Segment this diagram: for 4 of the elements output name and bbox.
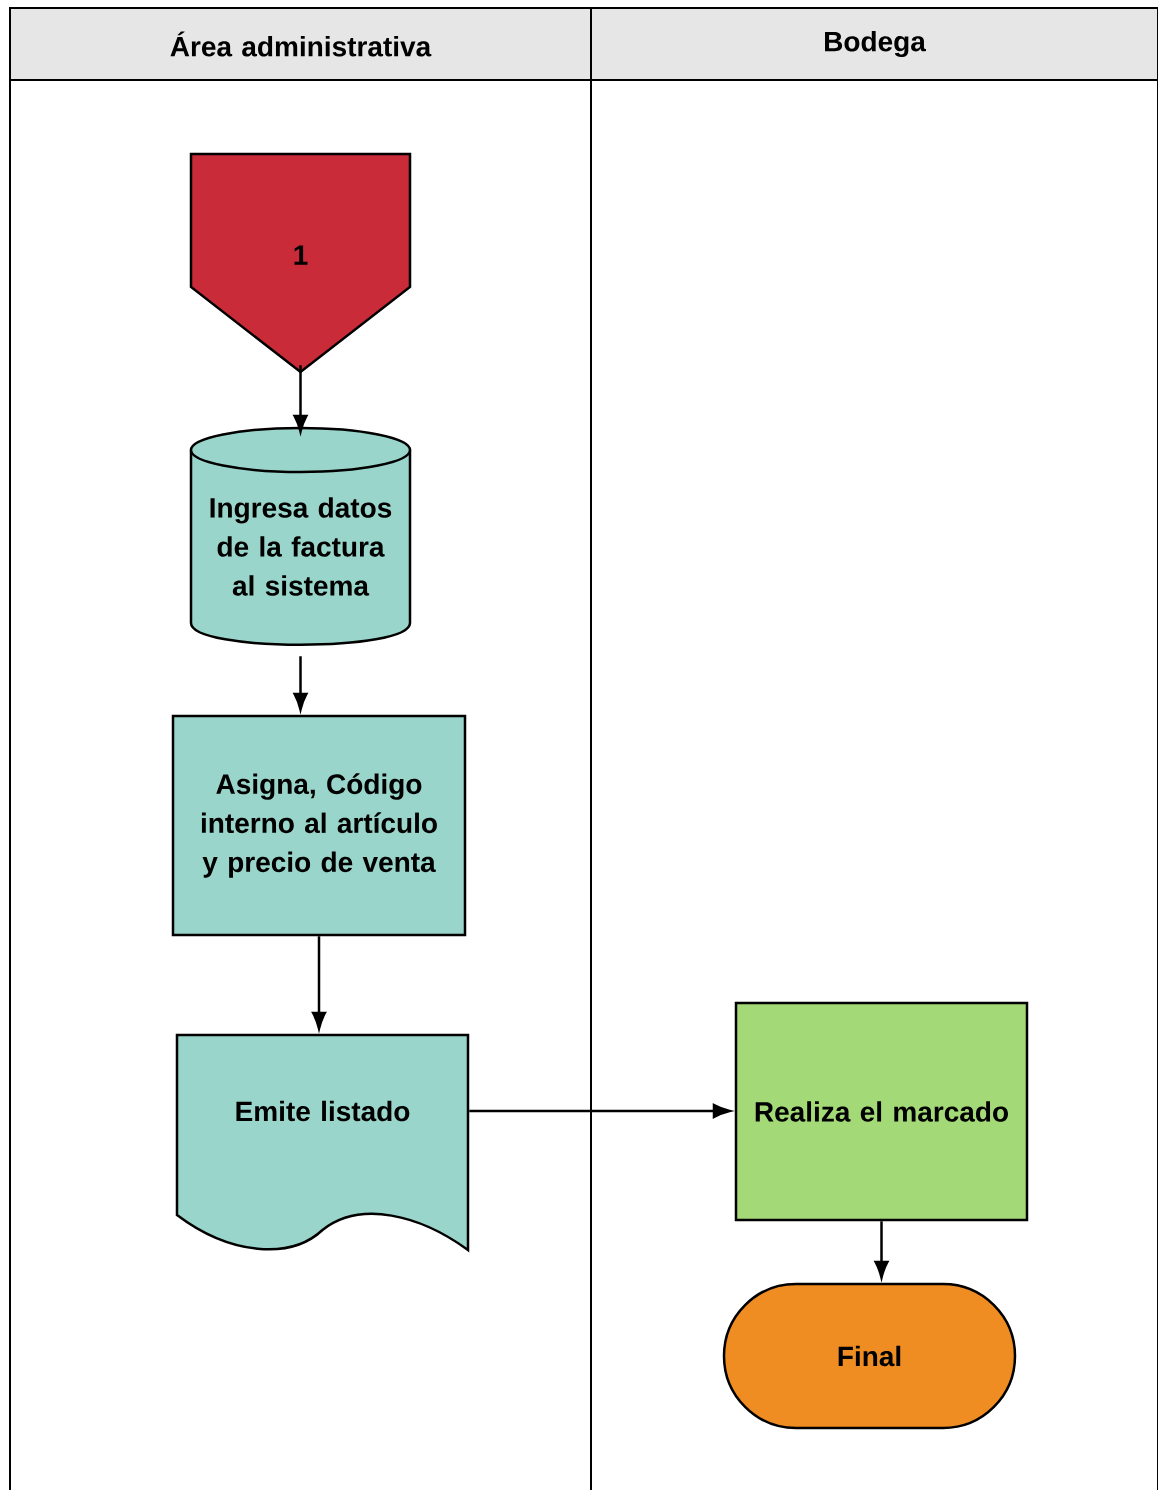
process-box: Asigna, Código interno al artículo y precio de venta [171, 714, 467, 937]
database-cylinder: Ingresa datos de la factura al sistema [189, 426, 412, 646]
off-page-connector: 1 [189, 152, 412, 374]
process-box: Realiza el marcado [734, 1001, 1029, 1222]
